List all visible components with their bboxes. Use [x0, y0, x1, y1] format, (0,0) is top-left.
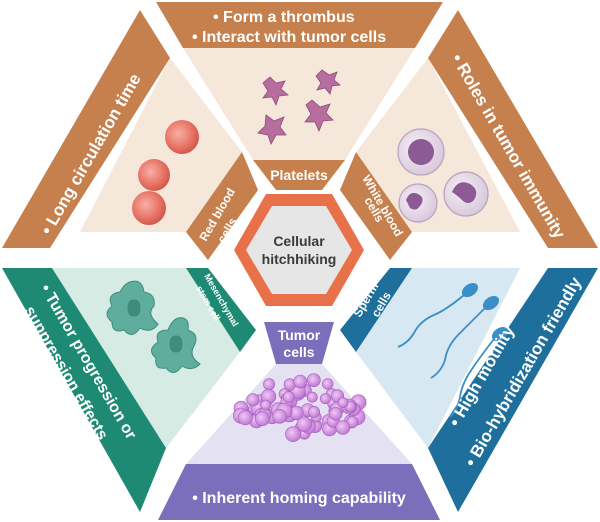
tumor-cell-icon: [246, 393, 260, 407]
platelet-icon: [304, 99, 334, 133]
tumor-cell-icon: [329, 407, 343, 421]
rbc-icon: [132, 191, 166, 225]
tumor-label-2: cells: [283, 344, 314, 360]
center-title-1: Cellular: [273, 233, 325, 249]
tumor-cell-icon: [337, 397, 349, 408]
msc-icons: [106, 280, 201, 373]
wbc-band: [428, 10, 598, 248]
tumor-label-box: [264, 322, 334, 364]
tumor-cell-icon: [282, 391, 295, 403]
tumor-cell-icon: [254, 411, 270, 427]
center-inner: [246, 206, 352, 294]
wbc-label-box: [340, 152, 412, 260]
platelet-icon: [262, 76, 289, 107]
rbc-band: [2, 10, 170, 248]
tumor-cell-icon: [296, 416, 312, 432]
msc-band: [2, 268, 166, 512]
sector-platelets: • Form a thrombus • Interact with tumor …: [156, 2, 443, 190]
platelet-icons: [257, 69, 341, 145]
white-blood-cell-icons: [397, 128, 489, 223]
sperm-icons: [397, 282, 509, 418]
msc-fill: [52, 268, 240, 448]
platelets-fill: [183, 48, 415, 160]
tumor-cell-cluster: [233, 373, 367, 442]
tumor-cell-icon: [263, 378, 276, 391]
tumor-cell-icon: [293, 374, 308, 389]
tumor-band: [158, 464, 440, 520]
tumor-function: • Inherent homing capability: [192, 490, 406, 507]
rbc-label-box: [186, 152, 258, 260]
tumor-cell-icon: [335, 420, 351, 435]
rbc-icon: [138, 159, 170, 191]
center-title-2: hitchhiking: [262, 251, 337, 267]
msc-label-box: [186, 268, 256, 352]
red-blood-cell-icons: [132, 120, 199, 225]
tumor-cell-icon: [306, 391, 318, 403]
platelets-function-1: • Form a thrombus: [213, 9, 355, 26]
tumor-cell-icon: [260, 399, 272, 411]
rbc-fill: [80, 58, 242, 232]
platelet-icon: [315, 69, 341, 95]
sector-white-blood-cells: • Roles in tumor immunity White blood ce…: [340, 10, 598, 260]
platelets-label: Platelets: [270, 167, 328, 183]
tumor-cell-icon: [319, 393, 331, 404]
tumor-label-1: Tumor: [278, 327, 321, 343]
platelets-function-2: • Interact with tumor cells: [192, 29, 386, 46]
tumor-cell-icon: [285, 426, 301, 442]
center-hexagon: Cellular hitchhiking: [234, 194, 364, 306]
sector-tumor-cells: Tumor cells • Inherent homing capability: [158, 322, 440, 520]
sperm-label-box: [340, 268, 412, 352]
tumor-cell-icon: [306, 373, 321, 387]
tumor-cell-icon: [237, 410, 253, 426]
platelets-band: [156, 2, 443, 48]
sperm-band: [428, 268, 598, 512]
tumor-cell-icon: [322, 378, 334, 390]
tumor-cell-icon: [272, 408, 287, 424]
tumor-cell-icon: [308, 405, 320, 418]
rbc-icon: [165, 120, 199, 154]
platelets-label-box: [253, 160, 345, 190]
platelet-icon: [257, 114, 287, 145]
